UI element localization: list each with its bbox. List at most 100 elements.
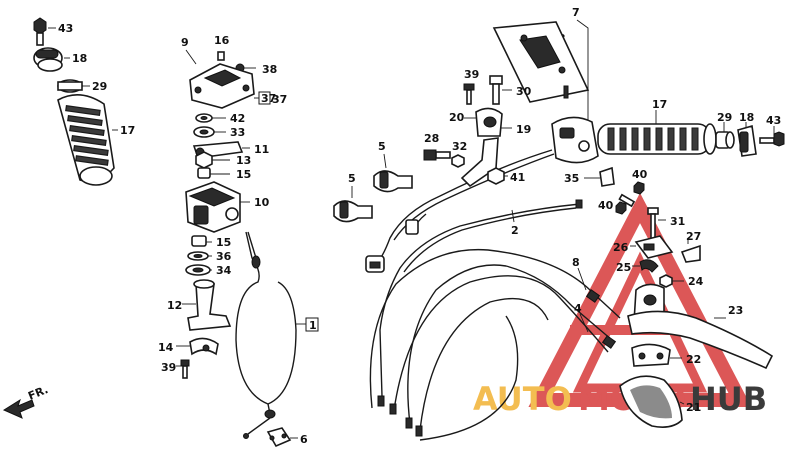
callout-37-text: 37	[272, 93, 287, 106]
callout-28: 28	[424, 132, 439, 145]
throttle-cable-1: 6 1	[235, 231, 319, 448]
callout-32: 32	[452, 140, 467, 153]
callout-10: 10	[254, 196, 270, 209]
bar-end-weight-left	[33, 47, 63, 72]
brake-lever-assembly: 40 40 31 26 27 25 24	[598, 168, 774, 428]
washer-42	[195, 113, 213, 123]
callout-17-right: 17	[652, 98, 667, 111]
screw-39-right	[463, 83, 475, 105]
switch-plate-3	[492, 21, 590, 103]
callout-22: 22	[686, 353, 701, 366]
grip-end-bolt-right	[759, 131, 785, 147]
washer-33	[193, 126, 215, 138]
cover-27	[680, 244, 701, 263]
callout-16: 16	[214, 34, 230, 47]
callout-9: 9	[181, 36, 189, 49]
nut-13	[195, 151, 213, 169]
callout-13: 13	[236, 154, 251, 167]
lever-cover-21	[619, 375, 683, 428]
callout-6: 6	[300, 433, 308, 446]
callout-34: 34	[216, 264, 232, 277]
callout-17-left: 17	[120, 124, 135, 137]
bolt-28	[423, 149, 451, 161]
bar-end-weight-right	[737, 124, 757, 157]
handlebar-grip-left	[57, 94, 115, 186]
callout-23: 23	[728, 304, 743, 317]
callout-5-lower: 5	[348, 172, 356, 185]
callout-18-right: 18	[739, 111, 754, 124]
callout-30: 30	[516, 85, 532, 98]
nut-32	[451, 154, 465, 168]
bolt-40-upper	[633, 181, 645, 195]
front-direction-arrow: FR.	[2, 383, 50, 419]
callout-11: 11	[254, 143, 269, 156]
grip-collar-right	[715, 131, 735, 149]
watermark-text-auto: AUTO	[473, 380, 572, 418]
callout-5-upper: 5	[378, 140, 386, 153]
callout-26: 26	[613, 241, 629, 254]
callout-40-lower: 40	[598, 199, 614, 212]
switch-26	[634, 235, 674, 259]
callout-21: 21	[686, 401, 701, 414]
callout-20: 20	[449, 111, 465, 124]
direction-label-fr: FR.	[26, 383, 50, 403]
grip-end-bolt-left	[33, 17, 47, 46]
nut-15-lower	[191, 235, 207, 247]
callout-33: 33	[230, 126, 245, 139]
bolt-40-lower	[615, 193, 636, 215]
boxed-callout-1: 1	[305, 317, 319, 332]
callout-31: 31	[670, 215, 685, 228]
nut-15-upper	[197, 167, 211, 179]
callout-8: 8	[572, 256, 580, 269]
switch-harness-5: 5 5	[333, 140, 555, 273]
holder-22	[631, 343, 671, 367]
left-grip-assembly: 43 18 29	[33, 17, 135, 186]
callout-25: 25	[616, 261, 631, 274]
callout-24: 24	[688, 275, 704, 288]
callout-43-right: 43	[766, 114, 781, 127]
callout-14: 14	[158, 341, 174, 354]
bracket-assembly: 20 19 28 32 41	[423, 107, 531, 188]
handlebar-grip-right	[597, 123, 717, 155]
svg-text:37: 37	[261, 92, 276, 105]
callout-42: 42	[230, 112, 245, 125]
callout-35: 35	[564, 172, 579, 185]
callout-29-left: 29	[92, 80, 107, 93]
cap-35	[599, 166, 615, 187]
callout-43-left: 43	[58, 22, 73, 35]
switch-housing-7: 7 3 39 30	[463, 6, 590, 140]
callout-29-right: 29	[717, 111, 732, 124]
callout-40-upper: 40	[632, 168, 648, 181]
callout-41: 41	[510, 171, 525, 184]
callout-39-right: 39	[464, 68, 479, 81]
callout-18-left: 18	[72, 52, 87, 65]
throttle-housing-cover	[189, 63, 255, 109]
callout-7: 7	[572, 6, 580, 19]
holder-20	[475, 107, 503, 137]
callout-39-left: 39	[161, 361, 176, 374]
throttle-pipe-12	[187, 279, 232, 331]
svg-text:1: 1	[309, 319, 317, 332]
collar-36	[187, 251, 209, 261]
right-switch-housing	[551, 116, 599, 164]
clamp-14	[189, 337, 219, 356]
connector-plug	[365, 255, 385, 273]
watermark-text-hub: HUB	[690, 380, 767, 418]
wire-clamp-lower	[333, 200, 373, 223]
right-grip-assembly: 17 29 18 43 35	[551, 98, 785, 187]
callout-15-upper: 15	[236, 168, 251, 181]
callout-2: 2	[511, 224, 519, 237]
grip-collar-left	[57, 79, 83, 93]
cables-8-4: 8 4	[369, 248, 621, 441]
cover-screw-16	[217, 51, 225, 61]
bolt-39-left	[180, 359, 190, 379]
callout-15-lower: 15	[216, 236, 231, 249]
brake-lever-23	[627, 310, 774, 370]
clip-25	[639, 259, 659, 273]
callout-19: 19	[516, 123, 531, 136]
bracket-19	[460, 137, 499, 188]
nut-24	[659, 274, 673, 288]
callout-4: 4	[574, 302, 582, 315]
callout-12: 12	[167, 299, 182, 312]
